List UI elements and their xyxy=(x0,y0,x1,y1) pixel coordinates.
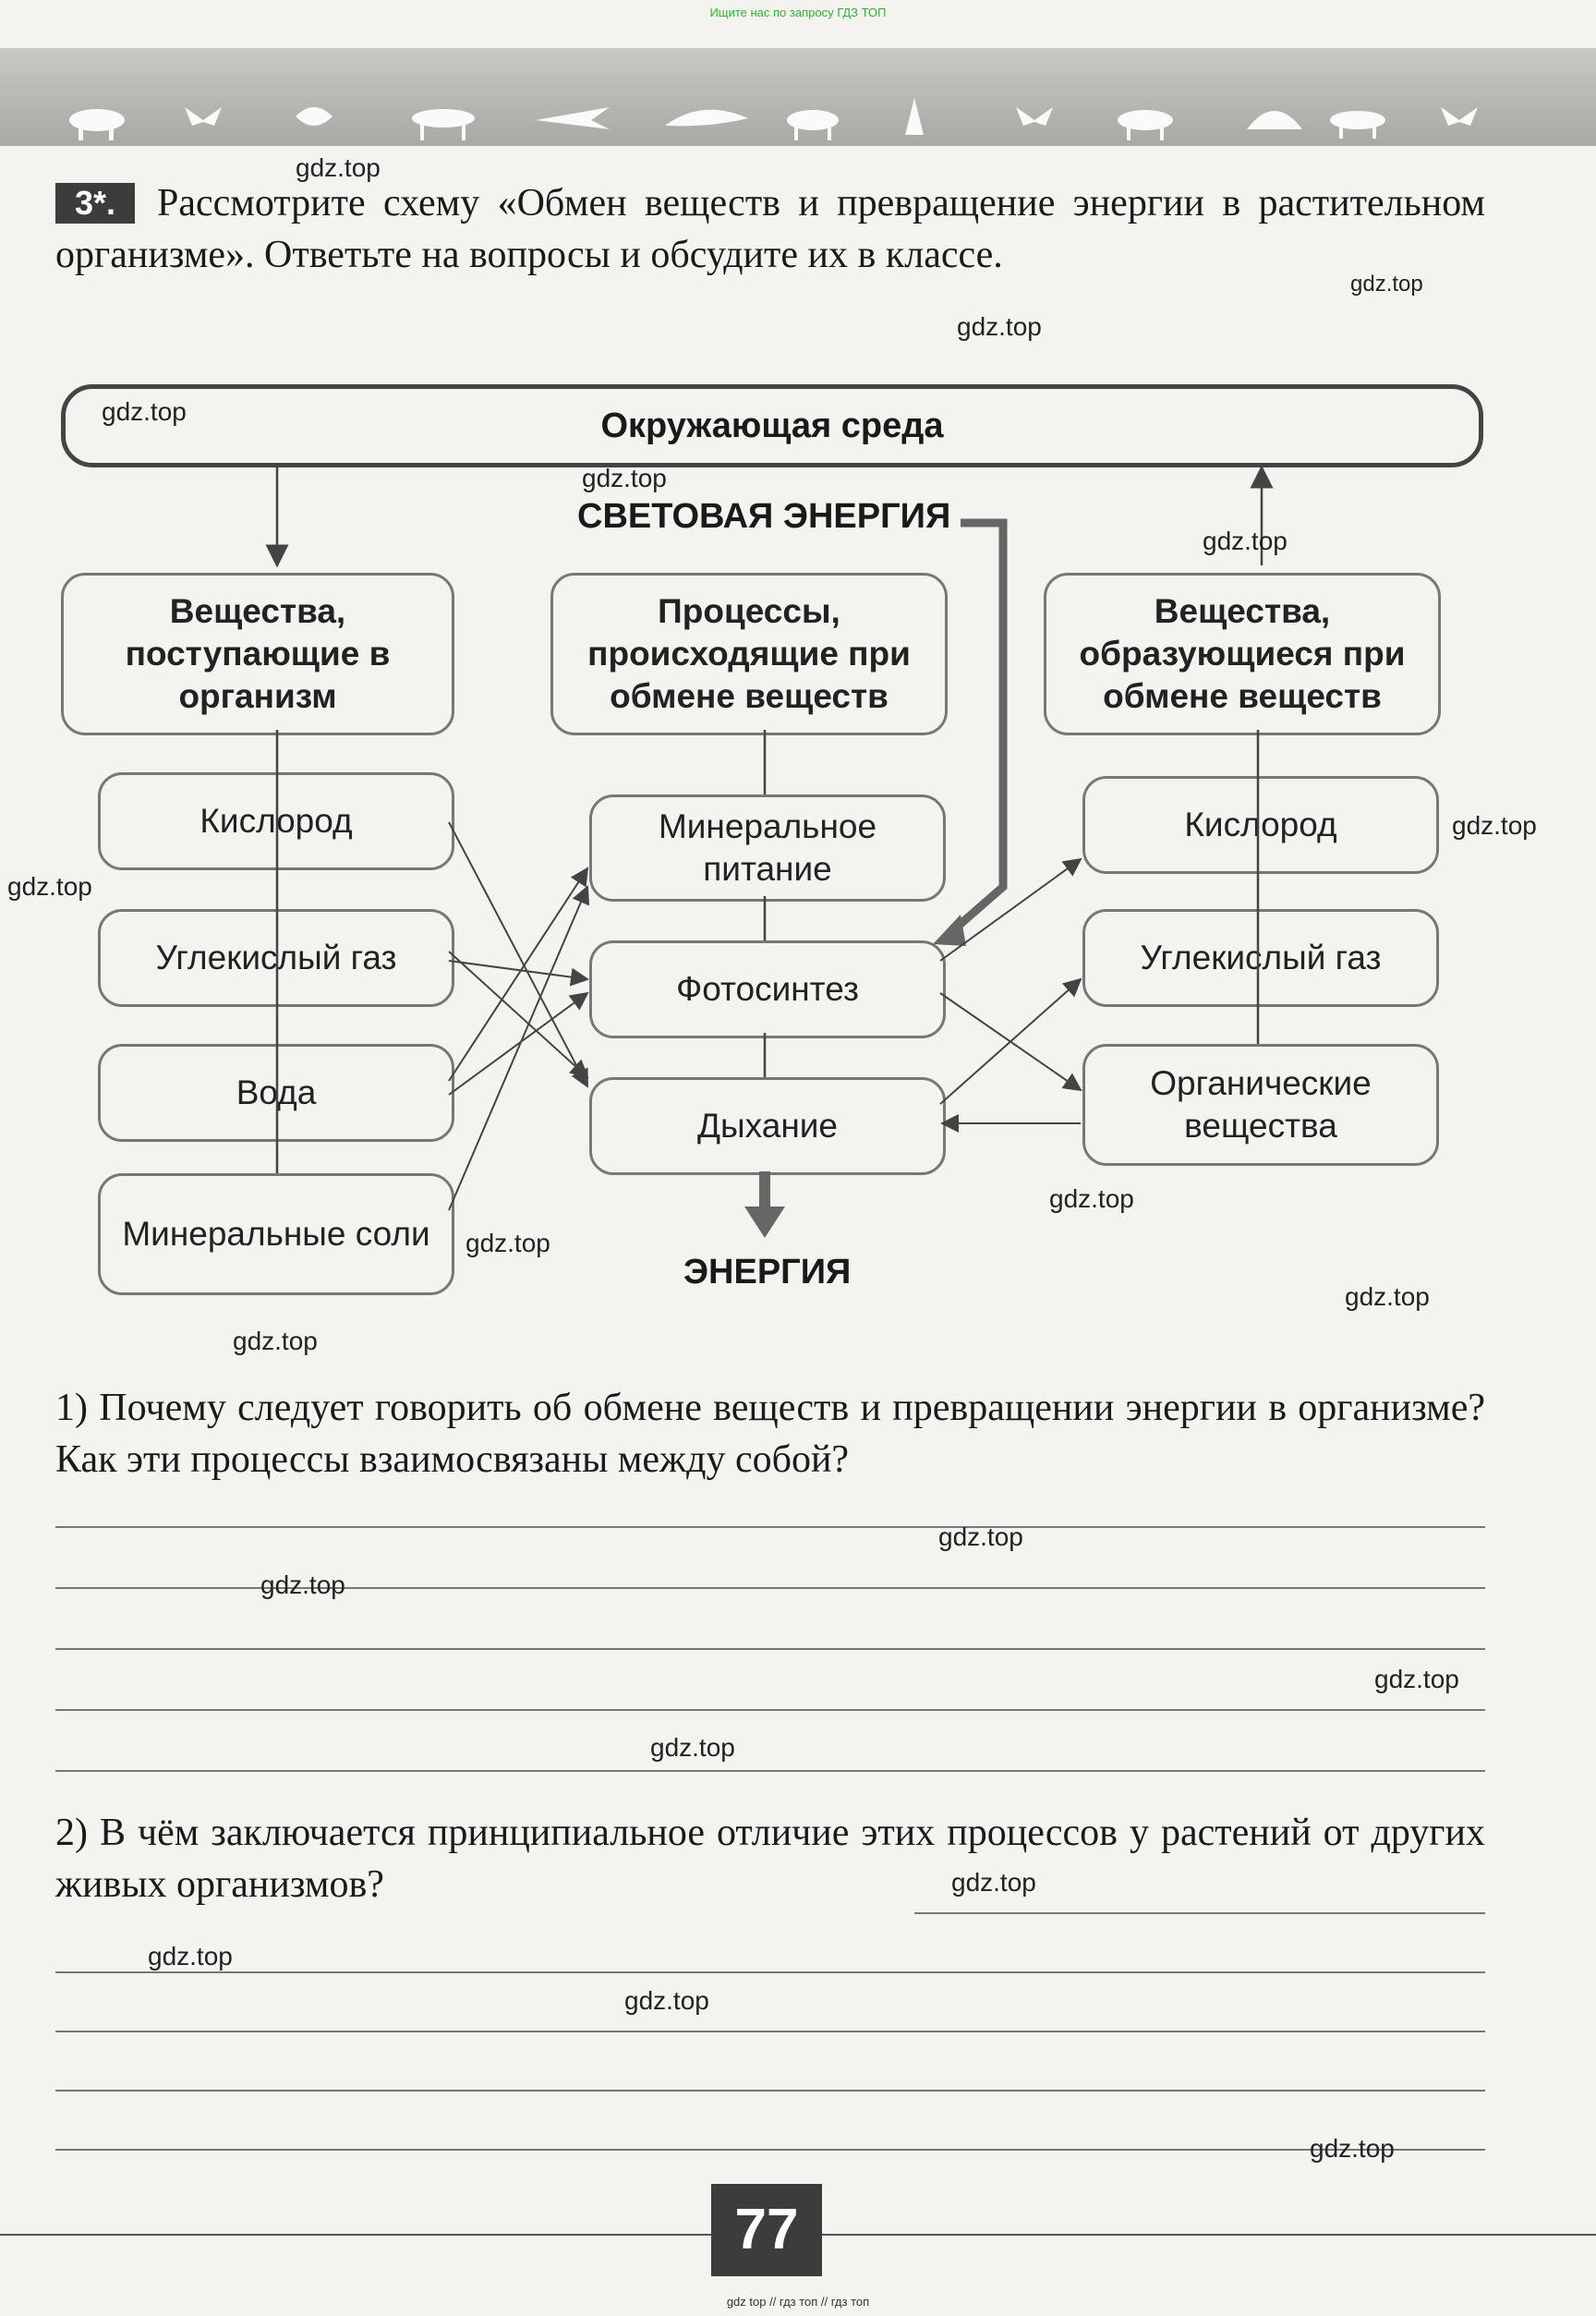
page-number: 77 xyxy=(711,2184,822,2276)
input-label: Минеральные соли xyxy=(122,1215,430,1253)
answer-line xyxy=(55,1587,1485,1589)
process-label: Дыхание xyxy=(697,1107,838,1145)
watermark: gdz.top xyxy=(1452,811,1537,840)
watermark: gdz.top xyxy=(296,153,381,182)
watermark: gdz.top xyxy=(951,1868,1036,1897)
watermark: gdz.top xyxy=(1310,2134,1395,2163)
output-header-box: Вещества, образующиеся при обмене вещест… xyxy=(1044,573,1441,735)
process-label: Минеральное питание xyxy=(658,807,877,888)
watermark: gdz.top xyxy=(1350,272,1423,297)
input-header-box: Вещества, поступающие в организм xyxy=(61,573,454,735)
answer-line xyxy=(55,2149,1485,2151)
watermark: gdz.top xyxy=(1203,527,1288,555)
output-carbon-dioxide: Углекислый газ xyxy=(1082,909,1439,1007)
answer-line xyxy=(55,1770,1485,1772)
environment-label: Окружающая среда xyxy=(600,406,944,445)
animal-silhouettes-decoration xyxy=(69,98,1478,140)
answer-line xyxy=(914,1912,1485,1914)
output-label: Кислород xyxy=(1184,806,1337,843)
watermark: gdz.top xyxy=(233,1327,318,1355)
watermark: gdz.top xyxy=(1345,1282,1430,1311)
output-header: Вещества, образующиеся при обмене вещест… xyxy=(1079,592,1406,715)
watermark: gdz.top xyxy=(624,1986,709,2015)
question-1: 1) Почему следует говорить об обмене вещ… xyxy=(55,1387,1485,1481)
watermark: gdz.top xyxy=(466,1229,550,1257)
output-label: Углекислый газ xyxy=(1140,939,1382,976)
task-text: Рассмотрите схему «Обмен веществ и превр… xyxy=(55,182,1485,276)
task-number: 3*. xyxy=(55,183,135,224)
process-respiration: Дыхание xyxy=(589,1077,946,1175)
watermark: gdz.top xyxy=(1374,1665,1459,1693)
watermark: gdz.top xyxy=(260,1570,345,1599)
answer-line xyxy=(55,1709,1485,1711)
watermark: gdz.top xyxy=(7,872,92,901)
footer: gdz top // гдз топ // гдз топ xyxy=(726,2295,870,2309)
energy-label: ЭНЕРГИЯ xyxy=(683,1253,852,1291)
diagram-connectors xyxy=(265,465,1274,1238)
watermark: gdz.top xyxy=(938,1522,1023,1551)
answer-line xyxy=(55,1648,1485,1650)
input-header: Вещества, поступающие в организм xyxy=(125,592,391,715)
output-organic-substances: Органические вещества xyxy=(1082,1044,1439,1166)
output-label: Органические вещества xyxy=(1150,1064,1372,1145)
process-label: Фотосинтез xyxy=(676,970,859,1008)
process-header: Процессы, происходящие при обмене вещест… xyxy=(587,592,911,715)
light-energy-label: СВЕТОВАЯ ЭНЕРГИЯ xyxy=(577,497,951,536)
watermark: gdz.top xyxy=(1049,1184,1134,1213)
environment-box: Окружающая среда xyxy=(61,384,1483,467)
process-header-box: Процессы, происходящие при обмене вещест… xyxy=(550,573,948,735)
question-2: 2) В чём заключается принципиальное отли… xyxy=(55,1812,1485,1906)
answer-line xyxy=(55,1526,1485,1528)
process-mineral-nutrition: Минеральное питание xyxy=(589,794,946,902)
watermark: gdz.top xyxy=(102,397,187,426)
answer-line xyxy=(55,1971,1485,1973)
watermark: gdz.top xyxy=(148,1942,233,1970)
answer-line xyxy=(55,2031,1485,2032)
process-photosynthesis: Фотосинтез xyxy=(589,940,946,1038)
input-mineral-salts: Минеральные соли xyxy=(98,1173,454,1295)
watermark: gdz.top xyxy=(650,1733,735,1762)
watermark: gdz.top xyxy=(582,464,667,492)
output-oxygen: Кислород xyxy=(1082,776,1439,874)
top-note: Ищите нас по запросу ГДЗ ТОП xyxy=(709,6,887,19)
watermark: gdz.top xyxy=(957,312,1042,341)
answer-line xyxy=(55,2090,1485,2092)
